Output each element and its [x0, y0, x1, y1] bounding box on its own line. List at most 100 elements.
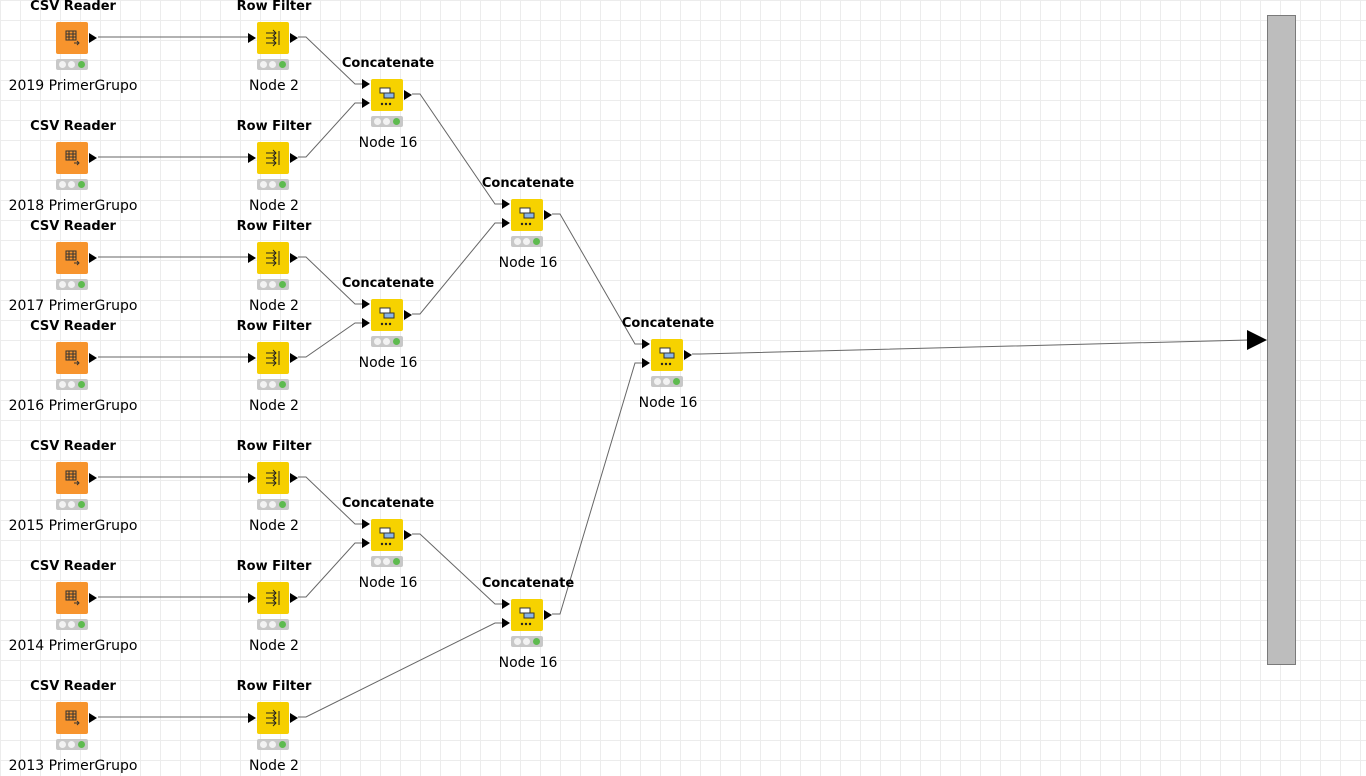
row-filter-icon[interactable]: [257, 702, 289, 734]
row-filter-icon[interactable]: [257, 142, 289, 174]
concatenate-icon[interactable]: [371, 79, 403, 111]
connection-wire[interactable]: [552, 362, 643, 615]
node-label[interactable]: Node 2: [249, 758, 299, 774]
output-port[interactable]: [290, 153, 298, 163]
output-port[interactable]: [290, 473, 298, 483]
connection-wire[interactable]: [298, 622, 503, 718]
metanode-output-port[interactable]: [1247, 330, 1267, 350]
input-port[interactable]: [362, 538, 370, 548]
connection-wire[interactable]: [298, 542, 363, 598]
row-filter-node[interactable]: Row Filter Node 2: [194, 440, 354, 540]
csv-table-icon[interactable]: [56, 142, 88, 174]
csv-table-icon[interactable]: [56, 462, 88, 494]
node-label[interactable]: Node 2: [249, 398, 299, 414]
input-port[interactable]: [502, 618, 510, 628]
node-label[interactable]: Node 16: [358, 355, 418, 371]
node-label[interactable]: Node 16: [358, 135, 418, 151]
node-label[interactable]: 2013 PrimerGrupo: [8, 758, 138, 774]
connection-wire[interactable]: [298, 36, 363, 85]
connection-wire[interactable]: [412, 222, 503, 315]
output-port[interactable]: [404, 310, 412, 320]
node-label[interactable]: 2016 PrimerGrupo: [8, 398, 138, 414]
csv-reader-node-2014[interactable]: CSV Reader 2014 PrimerGrupo: [0, 560, 153, 660]
concatenate-node-final[interactable]: Concatenate Node 16: [588, 317, 748, 417]
input-port[interactable]: [642, 358, 650, 368]
row-filter-icon[interactable]: [257, 582, 289, 614]
connection-wire[interactable]: [298, 476, 363, 525]
output-port[interactable]: [684, 350, 692, 360]
row-filter-node[interactable]: Row Filter Node 2: [194, 0, 354, 100]
concatenate-node[interactable]: Concatenate Node 16: [308, 497, 468, 597]
row-filter-icon[interactable]: [257, 342, 289, 374]
row-filter-node[interactable]: Row Filter Node 2: [194, 120, 354, 220]
node-label[interactable]: Node 2: [249, 198, 299, 214]
node-label[interactable]: Node 16: [358, 575, 418, 591]
output-port[interactable]: [89, 353, 97, 363]
input-port[interactable]: [248, 473, 256, 483]
row-filter-node[interactable]: Row Filter Node 2: [194, 320, 354, 420]
csv-reader-node-2019[interactable]: CSV Reader 2019 PrimerGrupo: [0, 0, 153, 100]
concatenate-node[interactable]: Concatenate Node 16: [448, 177, 608, 277]
row-filter-node[interactable]: Row Filter Node 2: [194, 560, 354, 660]
concatenate-icon[interactable]: [511, 199, 543, 231]
input-port[interactable]: [362, 79, 370, 89]
input-port[interactable]: [502, 599, 510, 609]
csv-reader-node-2018[interactable]: CSV Reader 2018 PrimerGrupo: [0, 120, 153, 220]
input-port[interactable]: [248, 153, 256, 163]
output-port[interactable]: [404, 530, 412, 540]
csv-table-icon[interactable]: [56, 342, 88, 374]
concatenate-node[interactable]: Concatenate Node 16: [448, 577, 608, 677]
node-label[interactable]: Node 2: [249, 518, 299, 534]
connection-wire[interactable]: [412, 533, 503, 605]
connection-wire[interactable]: [298, 322, 363, 358]
input-port[interactable]: [362, 98, 370, 108]
input-port[interactable]: [248, 353, 256, 363]
row-filter-node[interactable]: Row Filter Node 2: [194, 680, 354, 776]
metanode-output-bar[interactable]: [1267, 15, 1296, 665]
output-port[interactable]: [89, 473, 97, 483]
concatenate-node[interactable]: Concatenate Node 16: [308, 277, 468, 377]
connection-wire[interactable]: [692, 339, 1250, 355]
output-port[interactable]: [544, 210, 552, 220]
node-label[interactable]: 2019 PrimerGrupo: [8, 78, 138, 94]
node-label[interactable]: Node 2: [249, 638, 299, 654]
input-port[interactable]: [362, 318, 370, 328]
connection-wire[interactable]: [552, 213, 643, 345]
input-port[interactable]: [248, 593, 256, 603]
node-label[interactable]: 2017 PrimerGrupo: [8, 298, 138, 314]
input-port[interactable]: [362, 519, 370, 529]
input-port[interactable]: [248, 713, 256, 723]
node-label[interactable]: 2018 PrimerGrupo: [8, 198, 138, 214]
csv-reader-node-2017[interactable]: CSV Reader 2017 PrimerGrupo: [0, 220, 153, 320]
csv-table-icon[interactable]: [56, 582, 88, 614]
node-label[interactable]: Node 16: [498, 255, 558, 271]
csv-table-icon[interactable]: [56, 702, 88, 734]
connection-wire[interactable]: [298, 256, 363, 305]
csv-reader-node-2013[interactable]: CSV Reader 2013 PrimerGrupo: [0, 680, 153, 776]
node-label[interactable]: 2014 PrimerGrupo: [8, 638, 138, 654]
output-port[interactable]: [89, 253, 97, 263]
output-port[interactable]: [290, 713, 298, 723]
node-label[interactable]: Node 2: [249, 78, 299, 94]
output-port[interactable]: [89, 713, 97, 723]
row-filter-icon[interactable]: [257, 22, 289, 54]
output-port[interactable]: [544, 610, 552, 620]
row-filter-icon[interactable]: [257, 242, 289, 274]
node-label[interactable]: Node 2: [249, 298, 299, 314]
input-port[interactable]: [248, 33, 256, 43]
csv-table-icon[interactable]: [56, 22, 88, 54]
input-port[interactable]: [642, 339, 650, 349]
output-port[interactable]: [89, 593, 97, 603]
node-label[interactable]: 2015 PrimerGrupo: [8, 518, 138, 534]
connection-wire[interactable]: [412, 93, 503, 205]
output-port[interactable]: [290, 33, 298, 43]
input-port[interactable]: [248, 253, 256, 263]
input-port[interactable]: [502, 218, 510, 228]
csv-reader-node-2016[interactable]: CSV Reader 2016 PrimerGrupo: [0, 320, 153, 420]
row-filter-node[interactable]: Row Filter Node 2: [194, 220, 354, 320]
connection-wire[interactable]: [298, 102, 363, 158]
concatenate-icon[interactable]: [371, 519, 403, 551]
output-port[interactable]: [89, 153, 97, 163]
concatenate-node[interactable]: Concatenate Node 16: [308, 57, 468, 157]
